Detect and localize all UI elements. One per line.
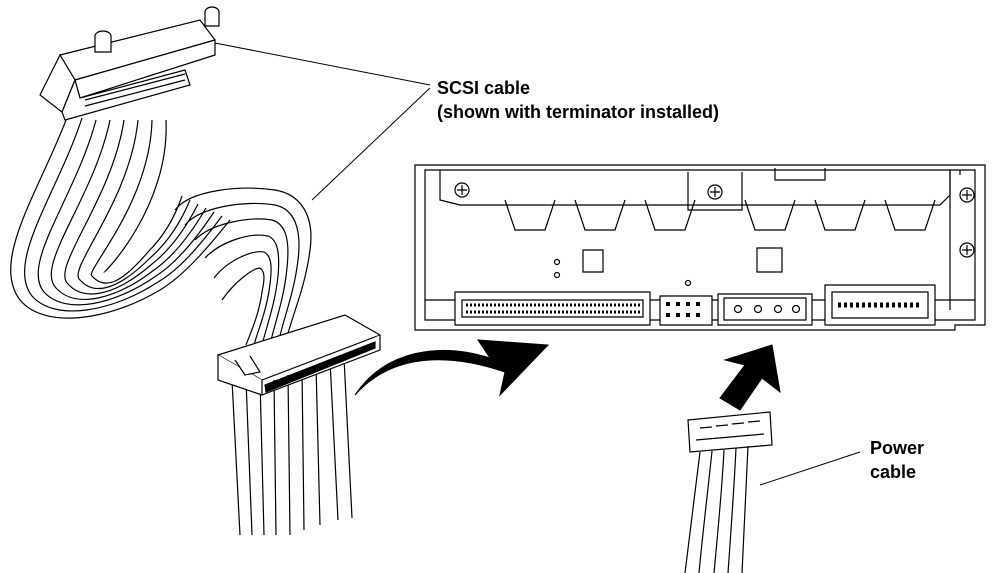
drive-aux-connector — [824, 284, 936, 326]
power-cable — [684, 411, 773, 573]
power-connector — [687, 411, 773, 453]
scsi-cable-label-line1: SCSI cable — [437, 78, 531, 98]
scsi-cable-label: SCSI cable (shown with terminator instal… — [437, 76, 719, 124]
scsi-ribbon-upper — [10, 114, 231, 319]
scsi-cable-label-line2: (shown with terminator installed) — [437, 102, 720, 122]
scsi-leader-lines — [214, 42, 431, 201]
scsi-ribbon-front — [174, 187, 312, 346]
power-cable-label: Power cable — [870, 436, 924, 484]
drive-power-port — [717, 293, 813, 326]
scsi-ribbon-lower — [231, 357, 353, 536]
scsi-connector-device — [216, 314, 382, 396]
power-cable-label-line1: Power — [870, 438, 925, 458]
scsi-cable — [10, 6, 382, 536]
drive-scsi-port — [454, 291, 651, 326]
drive-jumper-block — [659, 295, 713, 326]
power-leader-line — [759, 451, 861, 486]
scsi-connector-top — [39, 6, 220, 121]
curved-arrow-icon — [354, 339, 550, 397]
phillips-screw-icon — [454, 182, 975, 258]
up-arrow-icon — [719, 344, 781, 411]
power-cable-label-line2: cable — [870, 462, 917, 482]
